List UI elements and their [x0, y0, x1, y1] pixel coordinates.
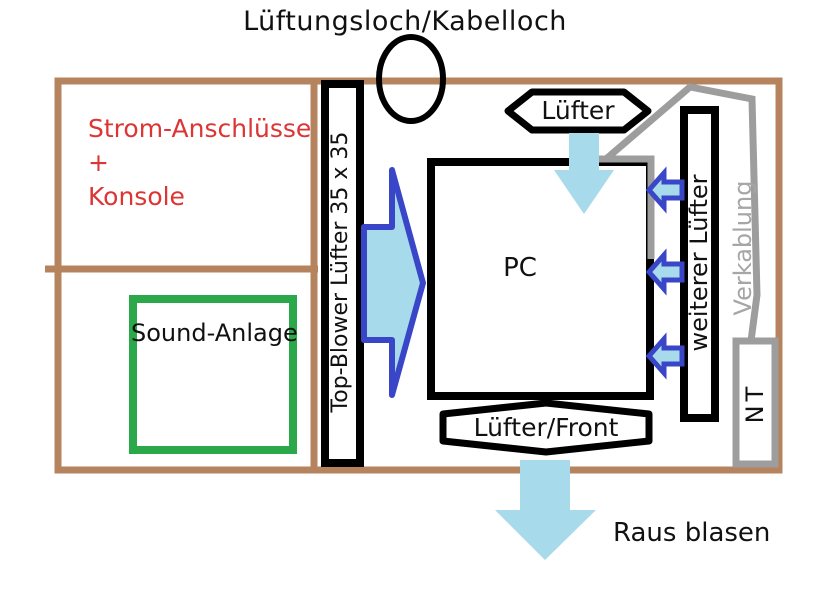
sound-box-label: Sound-Anlage: [131, 319, 298, 347]
fan-front-hexagon: [439, 399, 653, 456]
vent-hole-ellipse: [376, 34, 446, 124]
intake-arrow-2: [645, 248, 685, 296]
top-blower-fan-bar: [321, 80, 364, 467]
case-outline: [54, 77, 783, 474]
diagram-title: Lüftungsloch/Kabelloch: [243, 6, 567, 37]
additional-fan-label: weiterer Lüfter: [685, 174, 713, 352]
blow-out-label: Raus blasen: [613, 518, 771, 548]
fan-top-label: Lüfter: [541, 96, 615, 125]
power-section-label-line1: Strom-Anschlüsse: [88, 114, 312, 143]
additional-fan-bar: [680, 106, 719, 422]
cable-route-line-pc: [599, 155, 655, 259]
fan-top-hexagon: [504, 88, 652, 134]
fan-front-label: Lüfter/Front: [473, 413, 619, 442]
exhaust-arrow: [495, 460, 596, 560]
psu-label: NT: [741, 382, 769, 424]
psu-box: [732, 337, 779, 468]
intake-arrow-1: [645, 166, 685, 214]
cable-route-line-psu: [603, 83, 761, 342]
airflow-arrow-main: [361, 167, 426, 398]
fan-top-airflow-arrow: [554, 133, 614, 214]
power-section-label-line3: Konsole: [88, 182, 185, 211]
pc-box: [427, 158, 654, 400]
pc-label: PC: [503, 253, 537, 283]
cabling-label: Verkablung: [729, 180, 757, 316]
sound-box-outline: [129, 295, 297, 454]
intake-arrow-3: [645, 332, 685, 380]
power-section-label-line2: +: [88, 148, 109, 177]
top-blower-fan-label: Top-Blower Lüfter 35 x 35: [328, 131, 353, 413]
